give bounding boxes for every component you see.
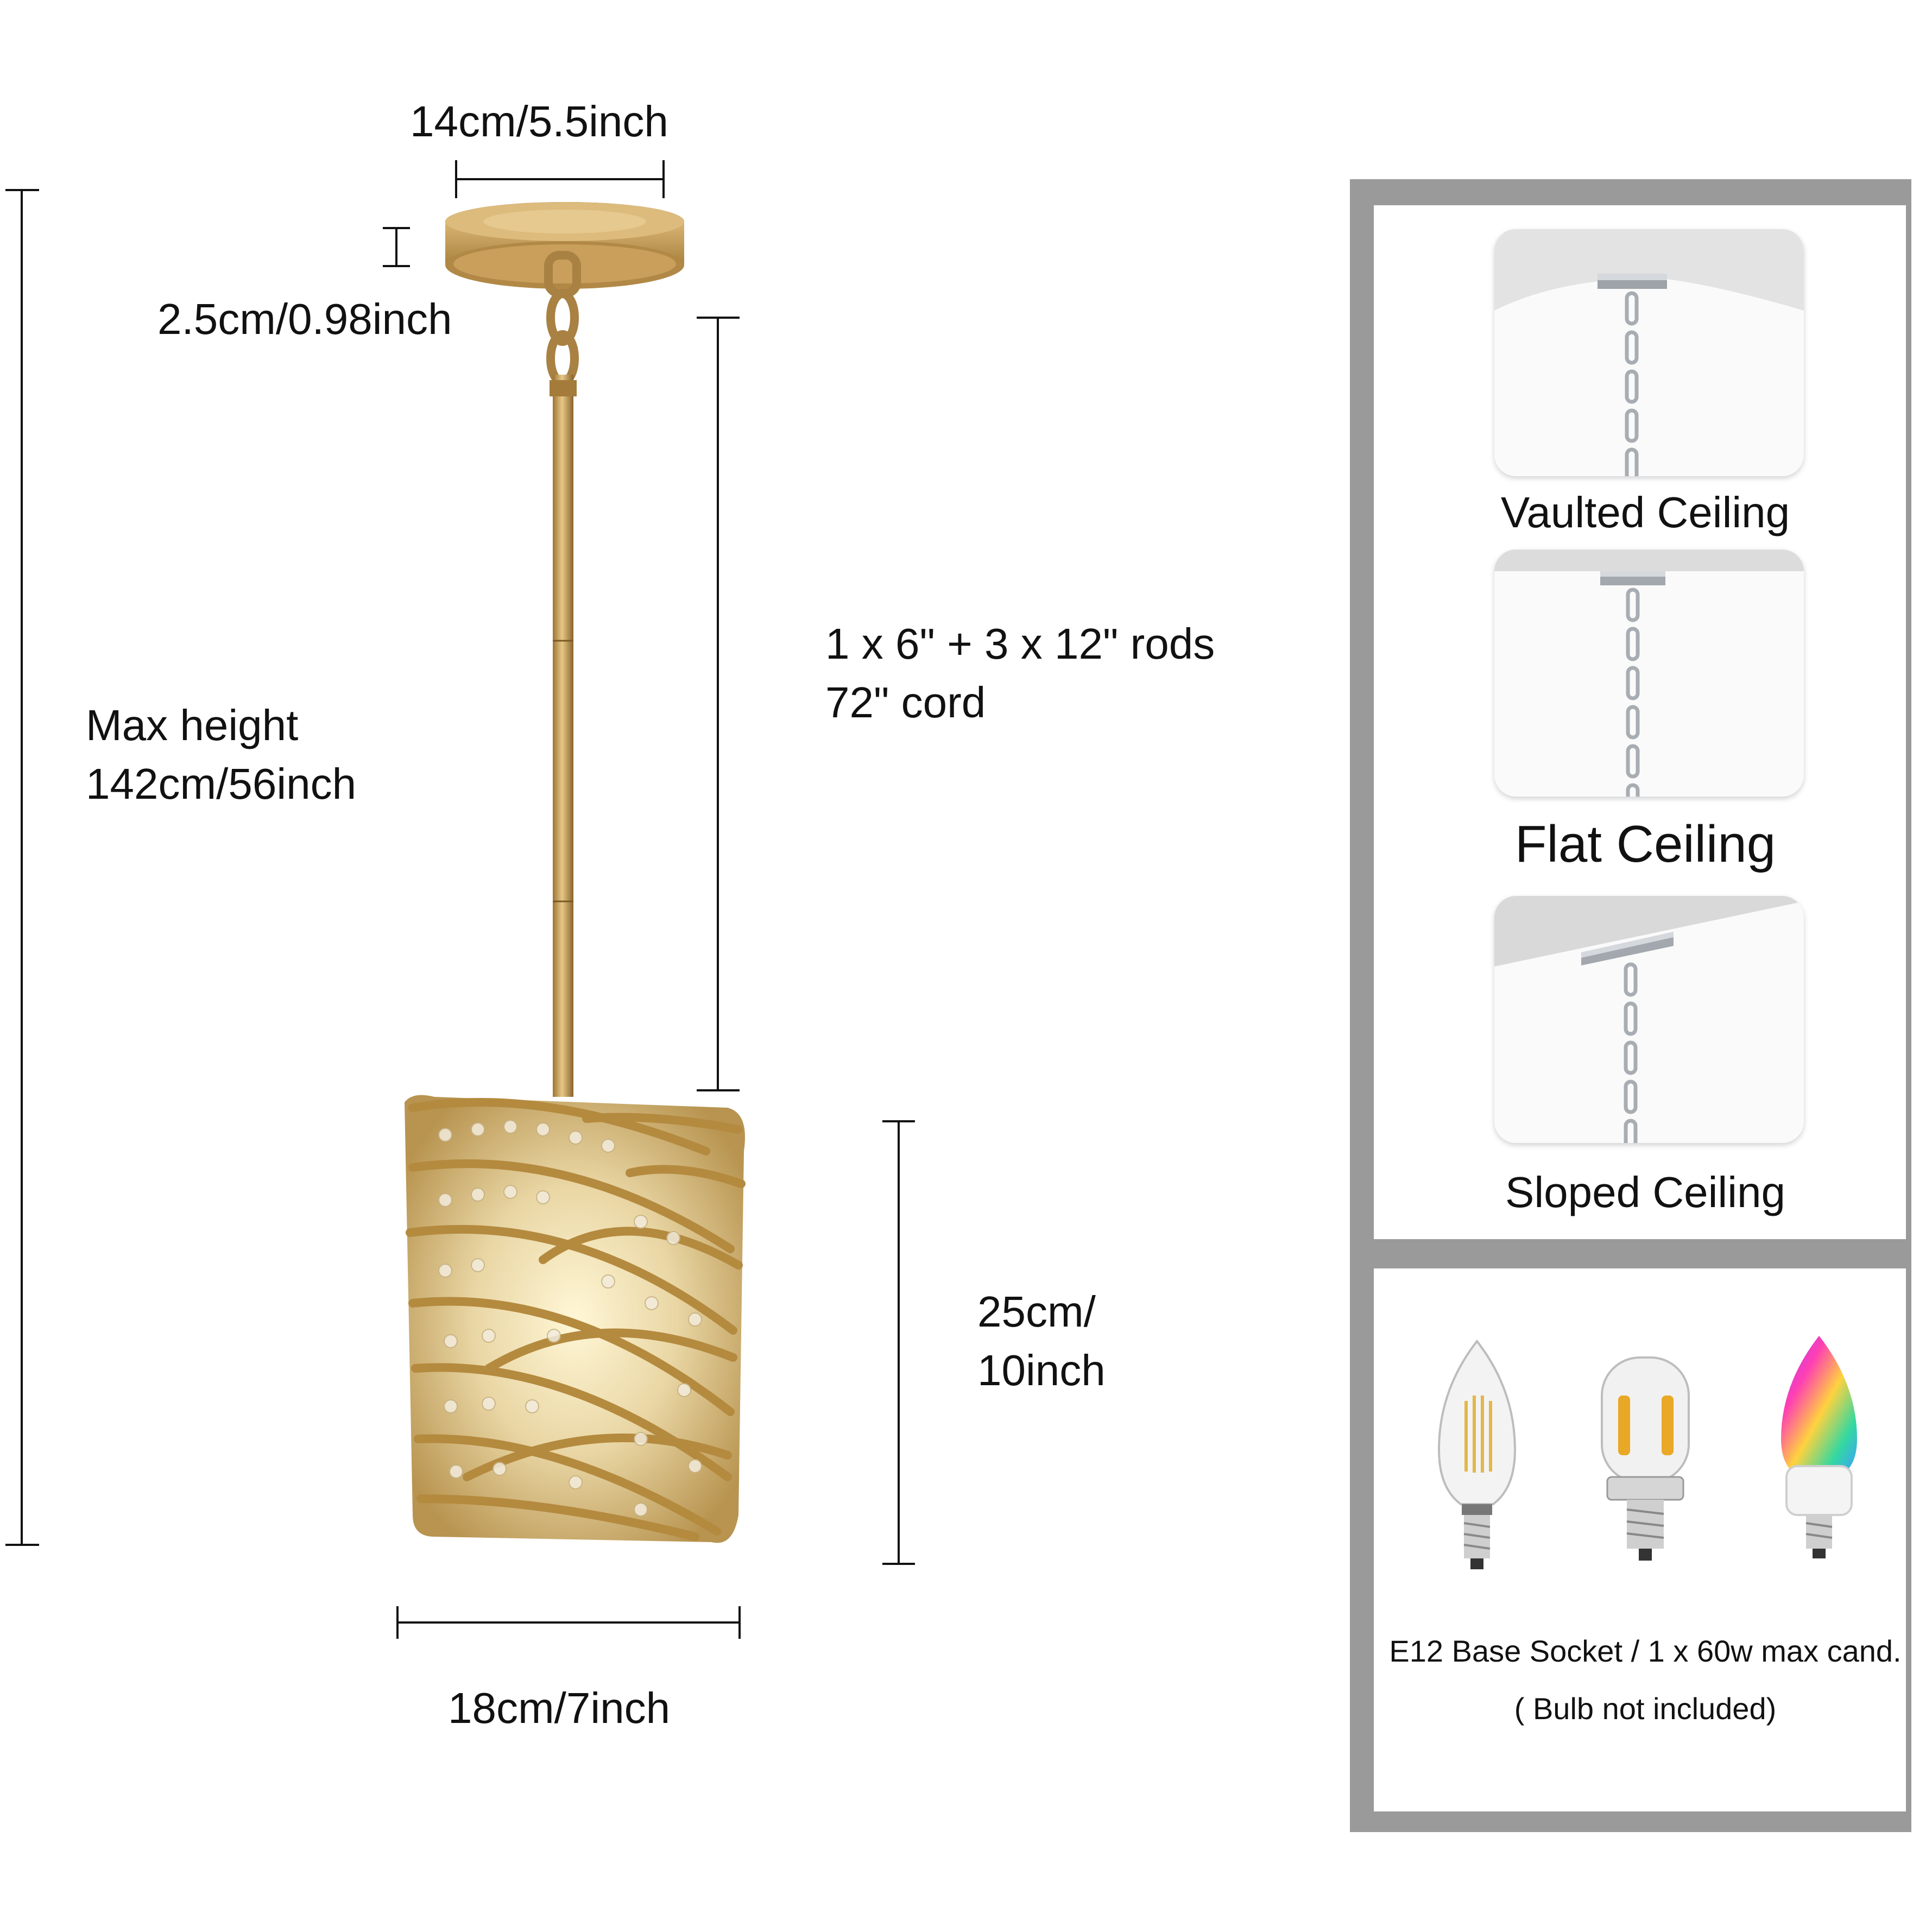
down-rod — [550, 375, 577, 1097]
pendant-light-illustration — [5, 160, 915, 1639]
socket-spec-text: E12 Base Socket / 1 x 60w max cand. — [1389, 1634, 1902, 1668]
candle-bulb-icon — [1437, 1339, 1517, 1569]
flat-ceiling-image — [1494, 550, 1804, 797]
tubular-bulb-icon — [1601, 1356, 1690, 1561]
vaulted-ceiling-image — [1494, 229, 1804, 476]
cord-label: 72" cord — [825, 678, 986, 727]
canopy-width-label: 14cm/5.5inch — [410, 97, 668, 146]
vaulted-ceiling-card — [1494, 229, 1804, 476]
sloped-ceiling-label: Sloped Ceiling — [1505, 1168, 1785, 1216]
crystal-shade — [405, 1095, 746, 1543]
ceiling-canopy — [445, 202, 684, 289]
sloped-ceiling-card — [1494, 896, 1804, 1143]
smart-rgb-bulb-icon — [1781, 1336, 1857, 1558]
max-height-label: Max height — [86, 701, 299, 749]
bulb-not-included-note: ( Bulb not included) — [1514, 1691, 1777, 1726]
shade-height-label: 25cm/ — [977, 1287, 1096, 1336]
shade-width-label: 18cm/7inch — [448, 1684, 671, 1732]
max-height-value: 142cm/56inch — [86, 760, 357, 808]
compatible-bulbs — [1437, 1336, 1857, 1569]
rods-label: 1 x 6" + 3 x 12" rods — [825, 620, 1215, 668]
sloped-ceiling-image — [1494, 896, 1804, 1143]
flat-ceiling-label: Flat Ceiling — [1514, 815, 1776, 873]
flat-ceiling-card — [1494, 550, 1804, 797]
shade-height-value: 10inch — [977, 1346, 1106, 1394]
canopy-height-label: 2.5cm/0.98inch — [157, 295, 452, 343]
dimension-lines — [5, 160, 915, 1639]
vaulted-ceiling-label: Vaulted Ceiling — [1500, 488, 1790, 536]
